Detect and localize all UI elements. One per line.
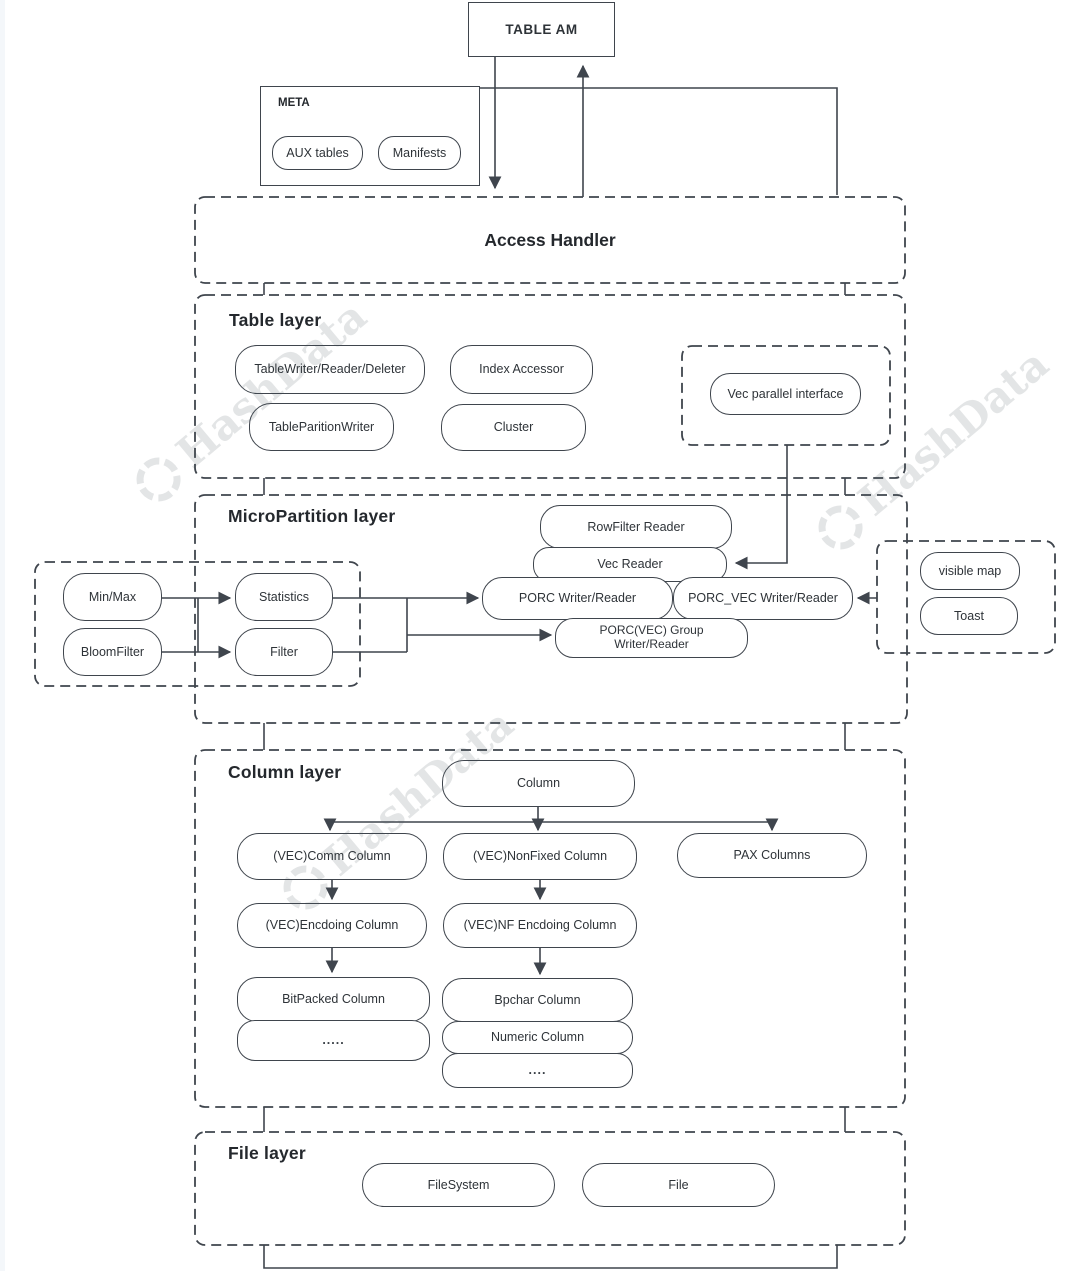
porc-writer-reader-node: PORC Writer/Reader bbox=[482, 577, 673, 620]
micropartition-layer-frame bbox=[194, 494, 908, 724]
visible-map-node: visible map bbox=[920, 552, 1020, 590]
porc-group-line1: PORC(VEC) Group bbox=[599, 623, 704, 638]
cluster-node: Cluster bbox=[441, 404, 586, 451]
vec-nonfixed-column-node: (VEC)NonFixed Column bbox=[443, 833, 637, 880]
scan-edge-artifact bbox=[0, 0, 5, 1271]
vec-encdoing-column-node: (VEC)Encdoing Column bbox=[237, 903, 427, 948]
ellipsis-four: .... bbox=[528, 1063, 547, 1078]
column-layer-frame bbox=[194, 749, 906, 1108]
file-layer-title: File layer bbox=[228, 1143, 306, 1163]
aux-tables-node: AUX tables bbox=[272, 136, 363, 170]
vec-reader-node: Vec Reader bbox=[533, 547, 727, 582]
access-handler-frame bbox=[194, 196, 906, 284]
numeric-column-node: Numeric Column bbox=[442, 1021, 633, 1054]
porc-vec-writer-reader-node: PORC_VEC Writer/Reader bbox=[673, 577, 853, 620]
ellipsis-node-middle: .... bbox=[442, 1053, 633, 1088]
min-max-node: Min/Max bbox=[63, 573, 162, 621]
bloom-filter-node: BloomFilter bbox=[63, 628, 162, 676]
bitpacked-column-node: BitPacked Column bbox=[237, 977, 430, 1022]
vec-nf-encdoing-column-node: (VEC)NF Encdoing Column bbox=[443, 903, 637, 948]
table-parition-writer-node: TableParitionWriter bbox=[249, 403, 394, 451]
porc-group-line2: Writer/Reader bbox=[614, 637, 689, 651]
vec-comm-column-node: (VEC)Comm Column bbox=[237, 833, 427, 880]
toast-node: Toast bbox=[920, 597, 1018, 635]
vec-parallel-frame bbox=[681, 345, 891, 446]
pax-columns-node: PAX Columns bbox=[677, 833, 867, 878]
filter-node: Filter bbox=[235, 628, 333, 676]
table-am-node: TABLE AM bbox=[468, 2, 615, 57]
ellipsis-node-left: ..... bbox=[237, 1020, 430, 1061]
column-layer-title: Column layer bbox=[228, 762, 342, 782]
side-group-frame bbox=[876, 540, 1056, 654]
file-node: File bbox=[582, 1163, 775, 1207]
bpchar-column-node: Bpchar Column bbox=[442, 978, 633, 1022]
column-node: Column bbox=[442, 760, 635, 807]
index-accessor-node: Index Accessor bbox=[450, 345, 593, 394]
table-layer-title: Table layer bbox=[229, 310, 322, 330]
meta-label: META bbox=[278, 97, 310, 109]
stats-group-frame bbox=[34, 561, 361, 687]
manifests-node: Manifests bbox=[378, 136, 461, 170]
table-writer-node: TableWriter/Reader/Deleter bbox=[235, 345, 425, 394]
ellipsis-five: ..... bbox=[322, 1033, 345, 1048]
table-layer-frame bbox=[194, 294, 906, 479]
porc-group-writer-reader-node: PORC(VEC) Group Writer/Reader bbox=[555, 618, 748, 658]
vec-parallel-interface-node: Vec parallel interface bbox=[710, 373, 861, 415]
access-handler-label: Access Handler bbox=[484, 229, 616, 250]
statistics-node: Statistics bbox=[235, 573, 333, 621]
micropartition-layer-title: MicroPartition layer bbox=[228, 506, 396, 526]
rowfilter-reader-node: RowFilter Reader bbox=[540, 505, 732, 549]
filesystem-node: FileSystem bbox=[362, 1163, 555, 1207]
file-layer-frame bbox=[194, 1131, 906, 1246]
